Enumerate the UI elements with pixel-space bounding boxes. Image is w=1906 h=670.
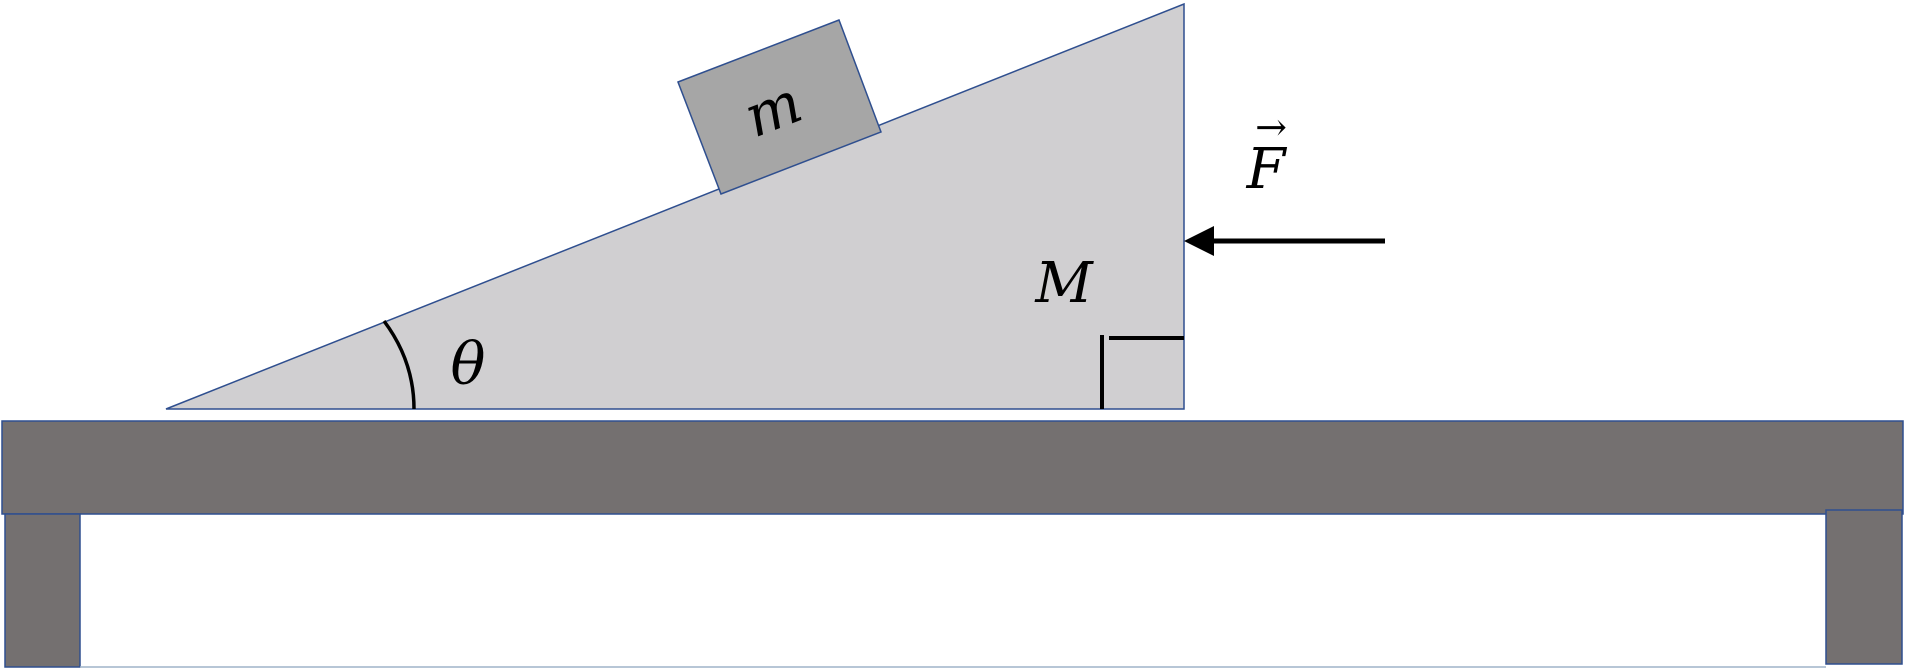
angle-arc [382, 319, 416, 410]
angle-label: θ [451, 330, 486, 398]
wedge-mass-label: M [1034, 251, 1094, 316]
table-top [1, 420, 1904, 515]
table-leg-right [1825, 509, 1903, 665]
force-label: F [1246, 137, 1288, 202]
force-vector-arrow-icon: → [1255, 105, 1287, 149]
wedge [165, 2, 1185, 410]
force-arrow-head [1184, 226, 1214, 256]
block [677, 19, 882, 195]
table-leg-left [4, 513, 81, 668]
